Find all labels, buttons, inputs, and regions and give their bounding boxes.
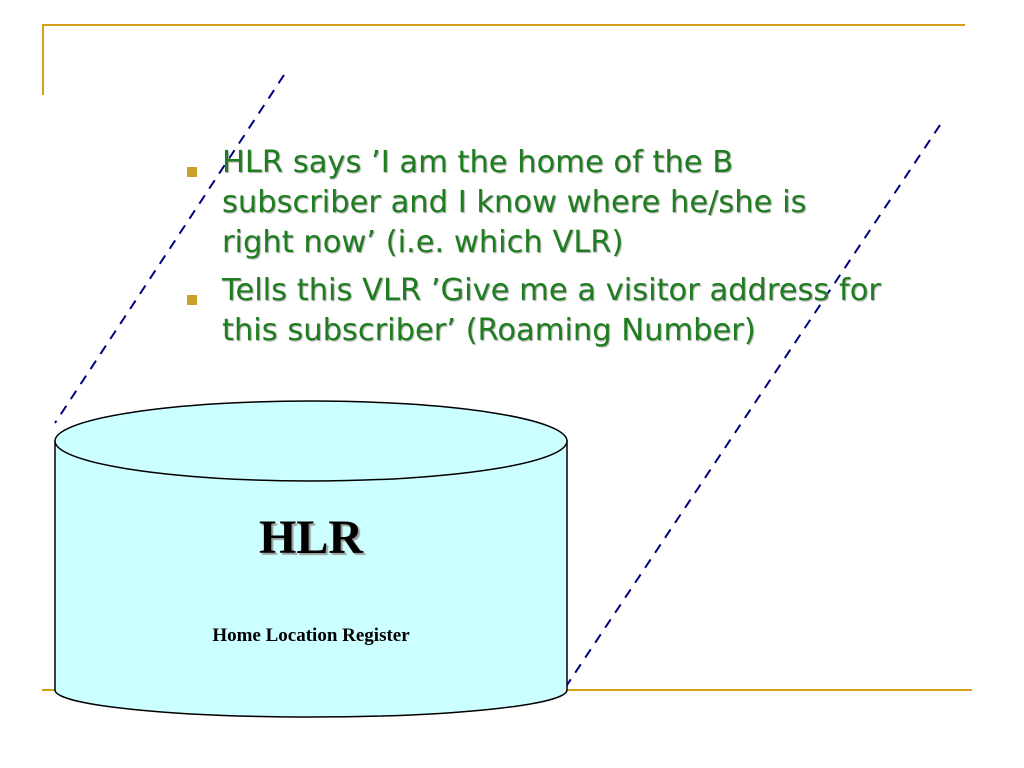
square-bullet-icon — [187, 167, 197, 177]
bullet-text: Tells this VLR ’Give me a visitor addres… — [222, 273, 881, 348]
bullet-text: HLR says ’I am the home of the B subscri… — [222, 145, 807, 260]
database-body — [54, 440, 568, 718]
square-bullet-icon — [187, 295, 197, 305]
bullet-list: HLR says ’I am the home of the B subscri… — [182, 143, 882, 359]
database-subtitle: Home Location Register — [212, 625, 410, 646]
database-top — [54, 400, 568, 482]
bullet-item: Tells this VLR ’Give me a visitor addres… — [182, 271, 882, 351]
database-title: HLR — [258, 511, 363, 564]
left-dashed-line — [54, 74, 285, 424]
bullet-item: HLR says ’I am the home of the B subscri… — [182, 143, 882, 263]
right-dashed-line — [566, 124, 941, 686]
